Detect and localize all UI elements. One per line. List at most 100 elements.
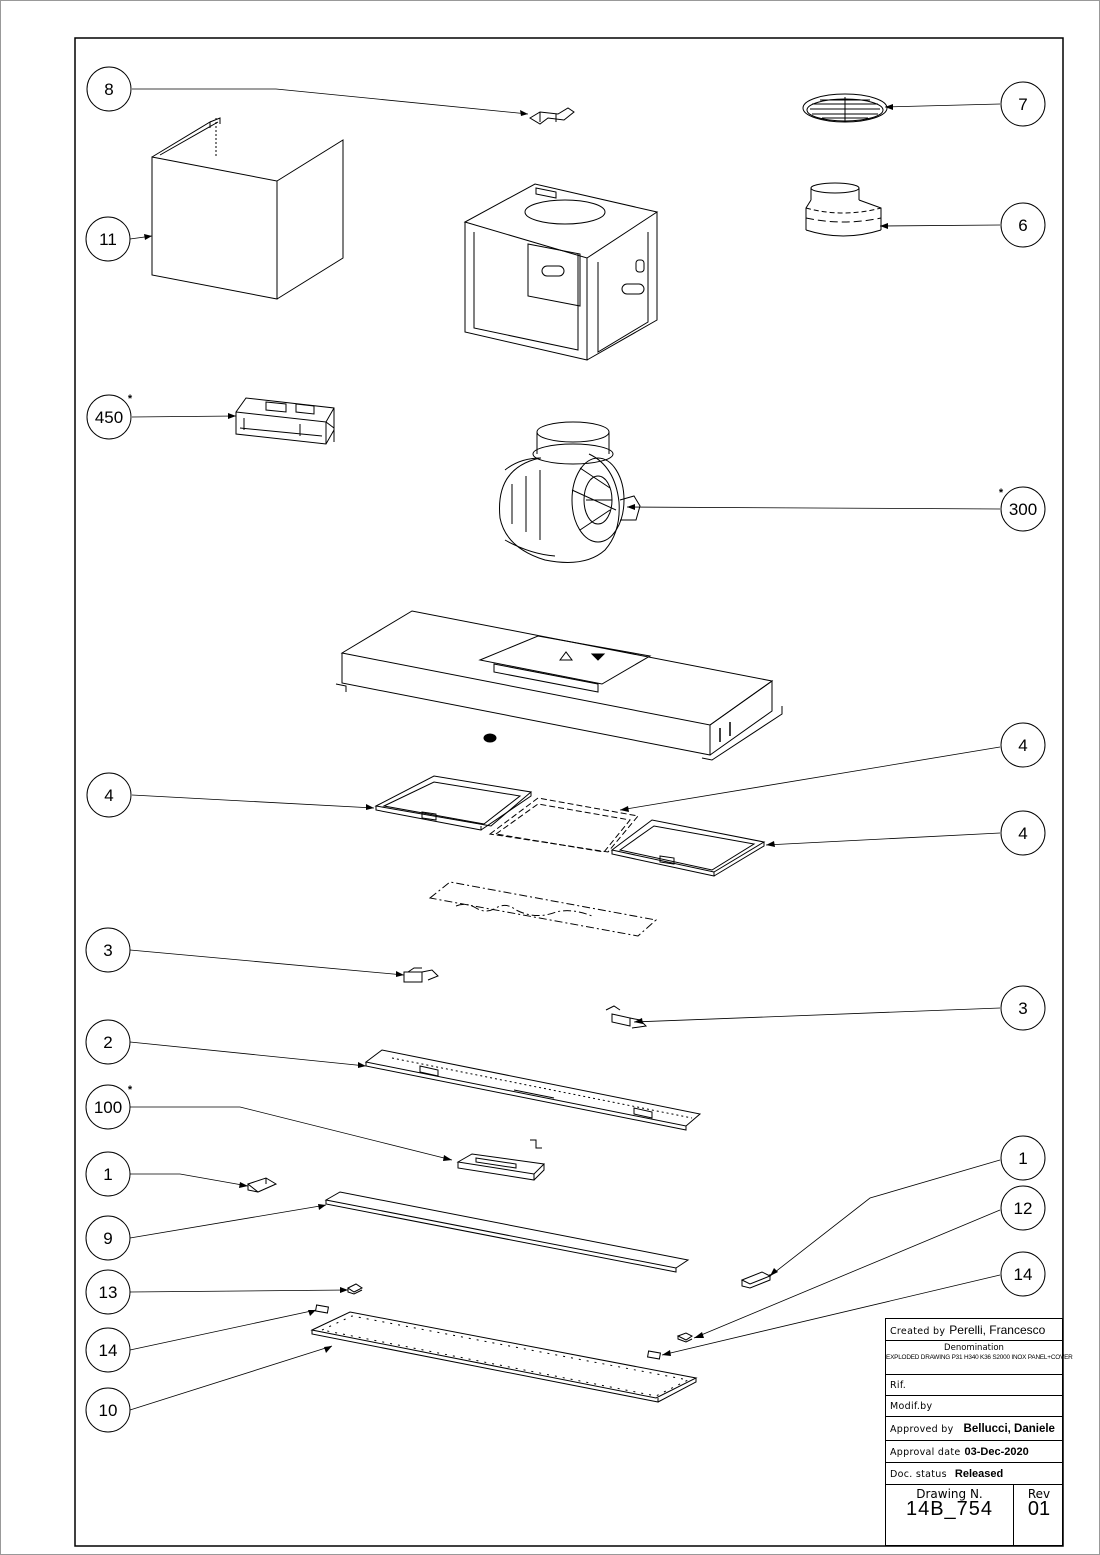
part-12-small-part — [676, 1332, 693, 1343]
star-mark-300: * — [999, 487, 1004, 499]
callout-3-left-label: 3 — [103, 941, 112, 960]
part-3-bracket-left — [403, 967, 439, 983]
callout-12-label: 12 — [1014, 1199, 1033, 1218]
callout-4-lower-right-label: 4 — [1018, 824, 1027, 843]
part-9-front-panel — [324, 1191, 690, 1273]
part-1-clip-left — [246, 1177, 278, 1193]
callout-1-left — [85, 1151, 131, 1197]
star-mark-450: * — [128, 393, 133, 405]
part-300-motor — [499, 421, 641, 563]
denomination-value: EXPLODED DRAWING P31 H340 K36 S2000 INOX… — [886, 1354, 1073, 1361]
callout-3-right — [1000, 985, 1046, 1031]
callout-450-label: 450 — [95, 408, 123, 427]
callout-4-left-label: 4 — [104, 786, 113, 805]
callout-1-left-label: 1 — [103, 1165, 112, 1184]
callout-8 — [86, 66, 132, 112]
approved-value: Bellucci, Daniele — [963, 1423, 1055, 1435]
callout-6 — [1000, 202, 1046, 248]
callout-14-left — [85, 1327, 131, 1373]
part-450-control-box — [235, 397, 335, 445]
drawing-row: Drawing N. 14B_754 Rev 01 — [886, 1485, 1062, 1545]
callout-4-upper-right-label: 4 — [1018, 736, 1027, 755]
hood-body — [335, 610, 783, 761]
part-3-bracket-right — [605, 1005, 648, 1029]
callout-14-right-label: 14 — [1014, 1265, 1033, 1284]
approval-date-value: 03-Dec-2020 — [964, 1446, 1029, 1458]
callout-10 — [85, 1387, 131, 1433]
drawing-number-label: Drawing N. — [916, 1487, 983, 1501]
chimney-frame — [463, 183, 659, 361]
callout-11 — [85, 216, 131, 262]
callout-9-label: 9 — [103, 1229, 112, 1248]
part-11-chimney-cover — [151, 117, 344, 300]
callout-300-label: 300 — [1009, 500, 1037, 519]
callout-13 — [85, 1269, 131, 1315]
part-10-bottom-panel — [310, 1311, 698, 1403]
denomination-label: Denomination — [944, 1343, 1004, 1353]
doc-status-label: Doc. status — [890, 1469, 947, 1480]
rev-value: 01 — [1027, 1498, 1051, 1520]
callout-4-lower-right — [1000, 810, 1046, 856]
part-1-clip-right — [740, 1271, 772, 1289]
part-2-rail — [364, 1049, 702, 1131]
doc-status-row: Doc. status Released — [886, 1463, 1062, 1485]
callout-12 — [1000, 1185, 1046, 1231]
rev-separator — [1013, 1485, 1014, 1545]
callout-3-right-label: 3 — [1018, 999, 1027, 1018]
part-100-pcb — [456, 1139, 546, 1181]
leader-lines — [129, 88, 1001, 1411]
created-value: Perelli, Francesco — [949, 1323, 1046, 1337]
callout-100-label: 100 — [94, 1098, 122, 1117]
rif-label: Rif. — [890, 1380, 907, 1391]
part-7-grille — [802, 93, 888, 123]
callout-2 — [85, 1019, 131, 1065]
callout-8-label: 8 — [104, 80, 113, 99]
drawing-frame — [74, 37, 1064, 1547]
callout-14-left-label: 14 — [99, 1341, 118, 1360]
callout-2-label: 2 — [103, 1033, 112, 1052]
drawing-number-value: 14B_754 — [905, 1498, 994, 1520]
callout-7 — [1000, 81, 1046, 127]
callout-1-right-label: 1 — [1018, 1149, 1027, 1168]
callout-6-label: 6 — [1018, 216, 1027, 235]
part-13-small-part — [347, 1283, 363, 1295]
part-14-pad-left — [314, 1304, 330, 1314]
callout-11-label: 11 — [99, 230, 117, 249]
rif-row: Rif. — [886, 1375, 1062, 1396]
rev-label: Rev — [1027, 1487, 1051, 1501]
dashed-plate — [428, 881, 658, 937]
leader-arrowheads — [144, 104, 893, 1356]
part-14-pad-right — [646, 1350, 662, 1360]
callout-10-label: 10 — [99, 1401, 118, 1420]
callout-4-left — [86, 772, 132, 818]
created-label: Created by — [890, 1326, 946, 1337]
modif-label: Modif.by — [890, 1401, 933, 1412]
part-4-filter-right — [610, 819, 766, 877]
callout-13-label: 13 — [99, 1283, 118, 1302]
part-4-filter-middle — [488, 797, 639, 853]
callout-7-label: 7 — [1018, 95, 1027, 114]
callout-3-left — [85, 927, 131, 973]
callout-100 — [85, 1084, 131, 1130]
hood-knob — [483, 733, 497, 743]
callout-9 — [85, 1215, 131, 1261]
star-mark-100: * — [128, 1084, 133, 1096]
doc-status-value: Released — [954, 1468, 1004, 1480]
part-4-filter-left — [374, 775, 533, 831]
approval-date-label: Approval date — [890, 1447, 961, 1458]
callout-14-right — [1000, 1251, 1046, 1297]
denomination-row: Denomination EXPLODED DRAWING P31 H340 K… — [886, 1341, 1073, 1375]
callout-4-upper-right — [1000, 722, 1046, 768]
part-8-clip — [529, 107, 575, 125]
callout-1-right — [1000, 1135, 1046, 1181]
callout-450 — [86, 394, 132, 440]
approved-label: Approved by — [890, 1424, 954, 1435]
callout-300 — [1000, 486, 1046, 532]
part-6-collar — [805, 182, 882, 237]
modif-row: Modif.by — [886, 1396, 1062, 1417]
approved-row: Approved by Bellucci, Daniele — [886, 1417, 1062, 1441]
